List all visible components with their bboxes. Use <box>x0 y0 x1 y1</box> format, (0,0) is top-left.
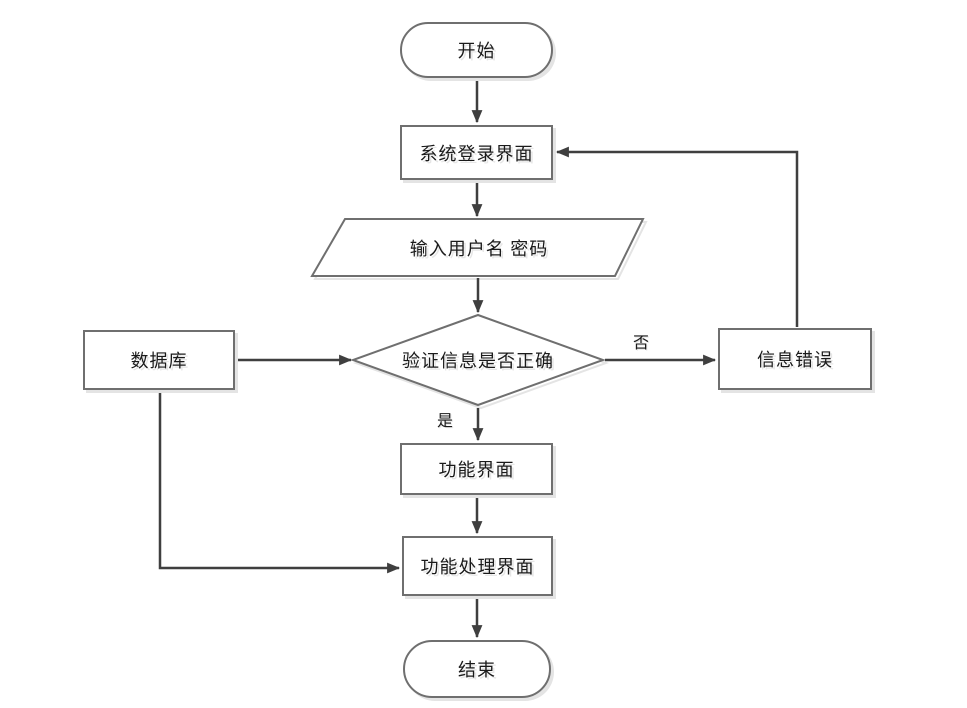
edge-error-login-loop <box>555 146 799 327</box>
node-info-error: 信息错误 <box>718 328 872 390</box>
node-function-screen-label: 功能界面 <box>438 460 515 480</box>
node-info-error-label: 信息错误 <box>757 350 833 370</box>
input-parallelogram-shape <box>310 218 645 277</box>
node-login-screen-label: 系统登录界面 <box>419 143 534 164</box>
node-function-screen: 功能界面 <box>400 443 553 495</box>
node-database: 数据库 <box>83 330 235 390</box>
node-start: 开始 <box>400 22 553 78</box>
edge-label-no: 否 <box>633 335 650 352</box>
edge-label-yes: 是 <box>437 413 454 430</box>
edge-database-processing <box>158 391 401 574</box>
node-end-label: 结束 <box>458 660 496 680</box>
node-function-processing-screen-label: 功能处理界面 <box>420 557 535 577</box>
node-end: 结束 <box>403 640 551 698</box>
decision-diamond-shape <box>350 313 606 407</box>
node-function-processing-screen: 功能处理界面 <box>402 536 553 596</box>
node-login-screen: 系统登录界面 <box>400 125 553 180</box>
node-start-label: 开始 <box>457 41 496 61</box>
node-database-label: 数据库 <box>130 351 188 371</box>
